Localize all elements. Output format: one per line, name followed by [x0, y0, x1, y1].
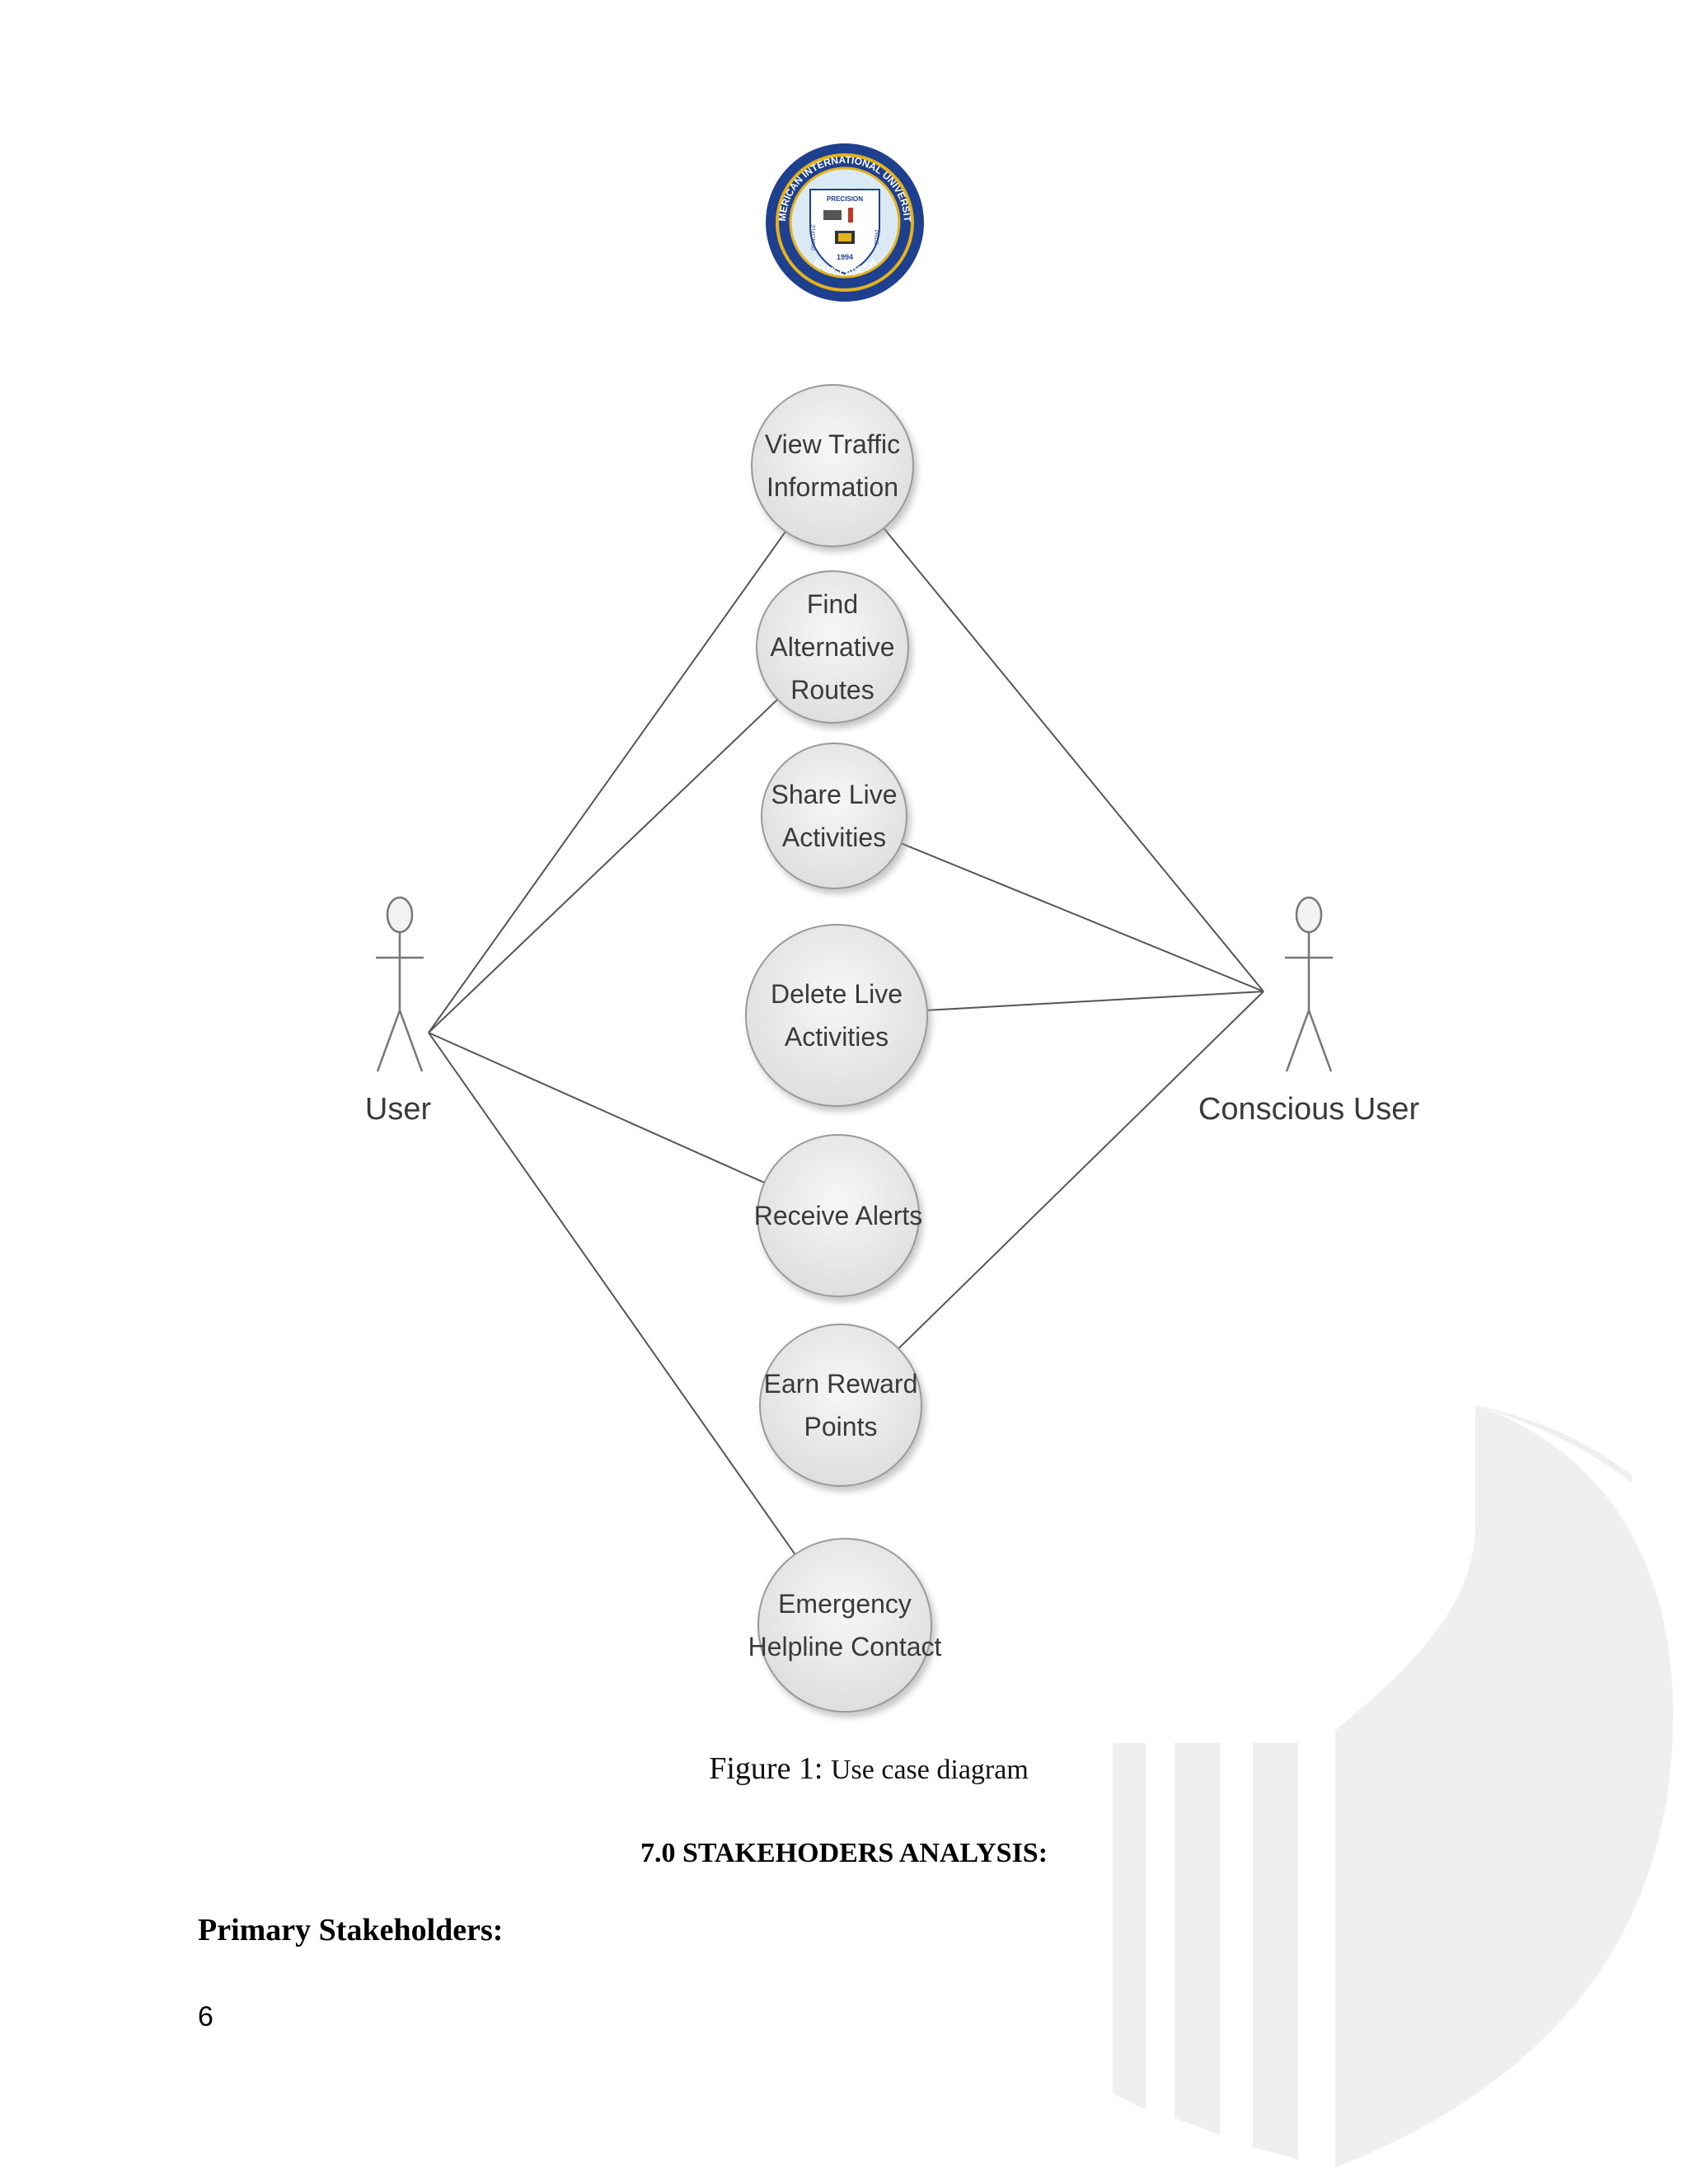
use-case-label: Information [767, 472, 898, 502]
use-case-ellipse [761, 743, 907, 889]
logo-year: 1994 [837, 253, 853, 261]
logo-inner-top: PRECISION [827, 195, 863, 203]
association-conscious-user-delete-live [926, 991, 1264, 1011]
use-case-label: Helpline Contact [748, 1632, 942, 1661]
association-user-receive-alerts [428, 1032, 765, 1183]
use-cases: View TrafficInformationFindAlternativeRo… [745, 384, 942, 1713]
section-heading: 7.0 STAKEHODERS ANALYSIS: [640, 1838, 1048, 1868]
association-conscious-user-share-live [901, 842, 1264, 992]
actor-user [376, 896, 424, 1072]
actor-conscious-user [1285, 896, 1333, 1072]
use-case-ellipse [757, 1538, 932, 1713]
use-case-label: Receive Alerts [754, 1201, 923, 1230]
actor-conscious-user-label: Conscious User [1198, 1092, 1420, 1127]
use-case-ellipse [759, 1324, 922, 1487]
use-case-label: Activities [785, 1022, 889, 1052]
actor-user-label: User [365, 1092, 432, 1127]
figure-caption: Figure 1: Use case diagram [0, 1750, 1688, 1787]
use-case-ellipse [745, 924, 928, 1107]
figure-caption-text: Use case diagram [831, 1755, 1029, 1785]
association-conscious-user-earn-reward [898, 991, 1264, 1350]
association-user-emergency [428, 1032, 796, 1555]
university-logo: AMERICAN INTERNATIONAL UNIVERSITY BANGLA… [762, 140, 924, 302]
figure-caption-prefix: Figure 1: [709, 1751, 823, 1786]
use-case-label: View Traffic [765, 429, 900, 459]
use-case-ellipse [757, 1134, 920, 1297]
page-number: 6 [198, 2001, 213, 2032]
association-user-find-routes [428, 698, 779, 1033]
use-case-label: Alternative [770, 632, 894, 662]
use-case-diagram: View TrafficInformationFindAlternativeRo… [365, 384, 1420, 1713]
logo-left-word: PRINCIPLE [812, 224, 817, 251]
use-case-label: Earn Reward [764, 1369, 918, 1399]
use-case-label: Routes [790, 675, 874, 705]
use-case-ellipse [756, 570, 909, 724]
use-case-receive-alerts: Receive Alerts [754, 1134, 923, 1297]
use-case-label: Share Live [771, 780, 898, 809]
use-case-ellipse [751, 384, 914, 547]
logo-right-word: PRIDE [873, 230, 878, 245]
association-conscious-user-view-traffic [883, 527, 1264, 992]
use-case-label: Activities [782, 823, 886, 852]
association-lines [428, 527, 1264, 1555]
use-case-label: Find [807, 589, 858, 619]
association-user-view-traffic [428, 531, 786, 1033]
use-case-label: Points [804, 1412, 878, 1441]
use-case-label: Delete Live [771, 979, 903, 1009]
subheading: Primary Stakeholders: [198, 1913, 504, 1947]
use-case-label: Emergency [778, 1589, 912, 1619]
